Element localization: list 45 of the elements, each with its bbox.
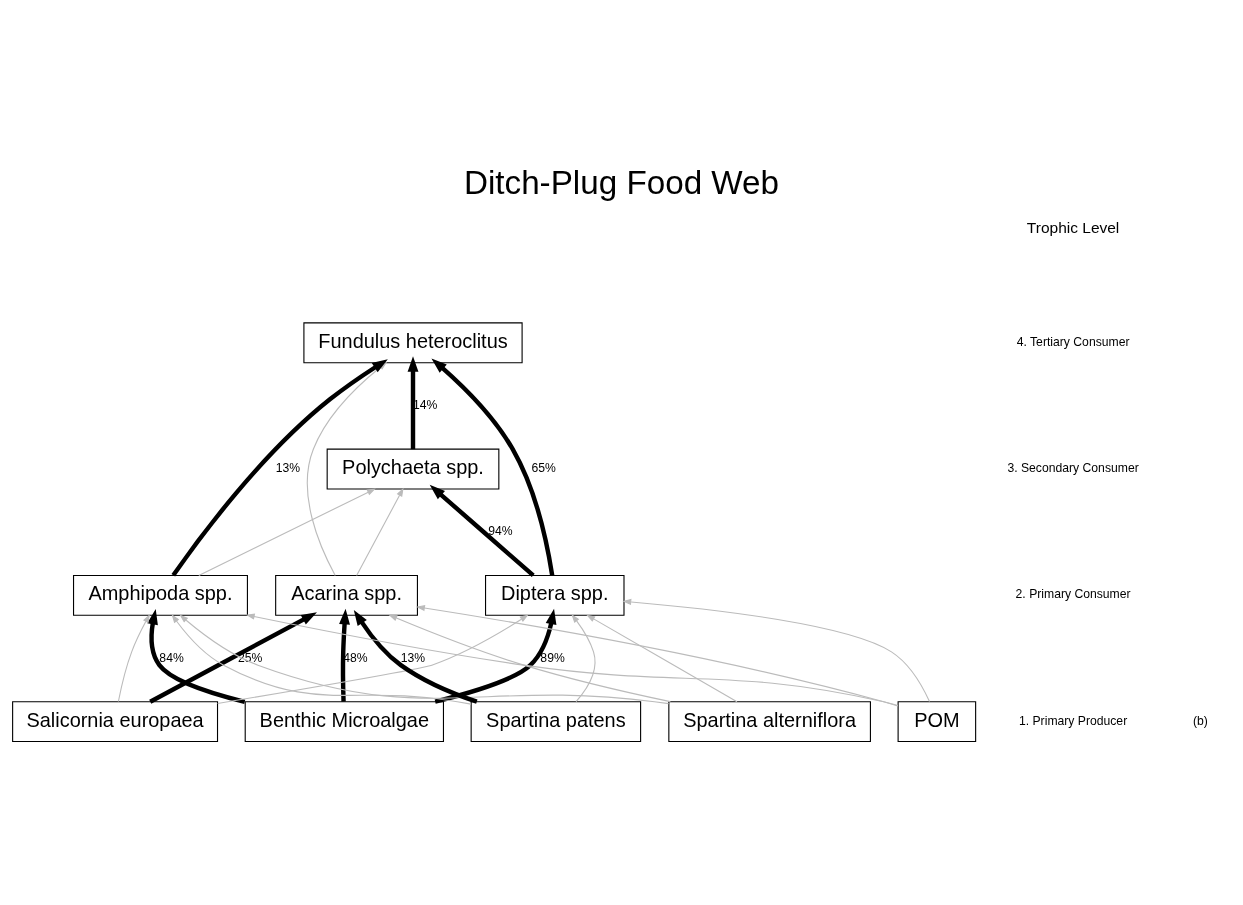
node-box: Diptera spp. <box>485 574 625 616</box>
node-box: Spartina alterniflora <box>668 701 871 743</box>
edge-label: 48% <box>343 650 368 665</box>
node-box: Benthic Microalgae <box>244 701 444 743</box>
arrow <box>586 614 738 703</box>
arrow <box>353 609 478 704</box>
label: Trophic Level <box>1026 218 1120 236</box>
arrow <box>416 605 899 707</box>
edge-label: 13% <box>400 650 426 665</box>
arrow <box>179 614 670 705</box>
edge-label: 65% <box>531 461 556 476</box>
arrow <box>198 488 376 576</box>
node-box: Spartina patens <box>470 701 642 743</box>
node-box: Amphipoda spp. <box>73 574 248 616</box>
node-box: Acarina spp. <box>275 574 418 616</box>
arrow <box>339 608 350 702</box>
edge-label: 13% <box>275 461 301 476</box>
arrow <box>388 614 671 703</box>
label: 2. Primary Consumer <box>1015 587 1131 602</box>
edge-label: 94% <box>488 524 513 539</box>
node-box: POM <box>897 701 977 743</box>
arrow <box>117 613 150 703</box>
arrow <box>149 612 317 704</box>
arrow <box>171 614 472 705</box>
arrow <box>356 487 404 576</box>
edge-label: 89% <box>540 650 565 665</box>
arrow <box>622 598 931 703</box>
diagram-title: Ditch-Plug Food Web <box>463 164 780 202</box>
label: 3. Secondary Consumer <box>1007 461 1139 476</box>
arrow <box>147 609 246 704</box>
node-box: Polychaeta spp. <box>326 448 500 490</box>
edge-label: 14% <box>413 398 438 413</box>
node-box: Salicornia europaea <box>12 701 219 743</box>
arrow <box>217 614 529 704</box>
arrow <box>407 356 419 450</box>
arrow <box>429 484 535 578</box>
arrow <box>245 613 899 707</box>
label: 4. Tertiary Consumer <box>1016 334 1130 349</box>
label: (b) <box>1193 713 1208 728</box>
edge-label: 84% <box>159 650 184 665</box>
arrow <box>571 614 596 703</box>
arrow <box>431 358 555 576</box>
node-box: Fundulus heteroclitus <box>303 322 523 364</box>
arrow <box>434 608 557 704</box>
label: 1. Primary Producer <box>1018 713 1128 728</box>
